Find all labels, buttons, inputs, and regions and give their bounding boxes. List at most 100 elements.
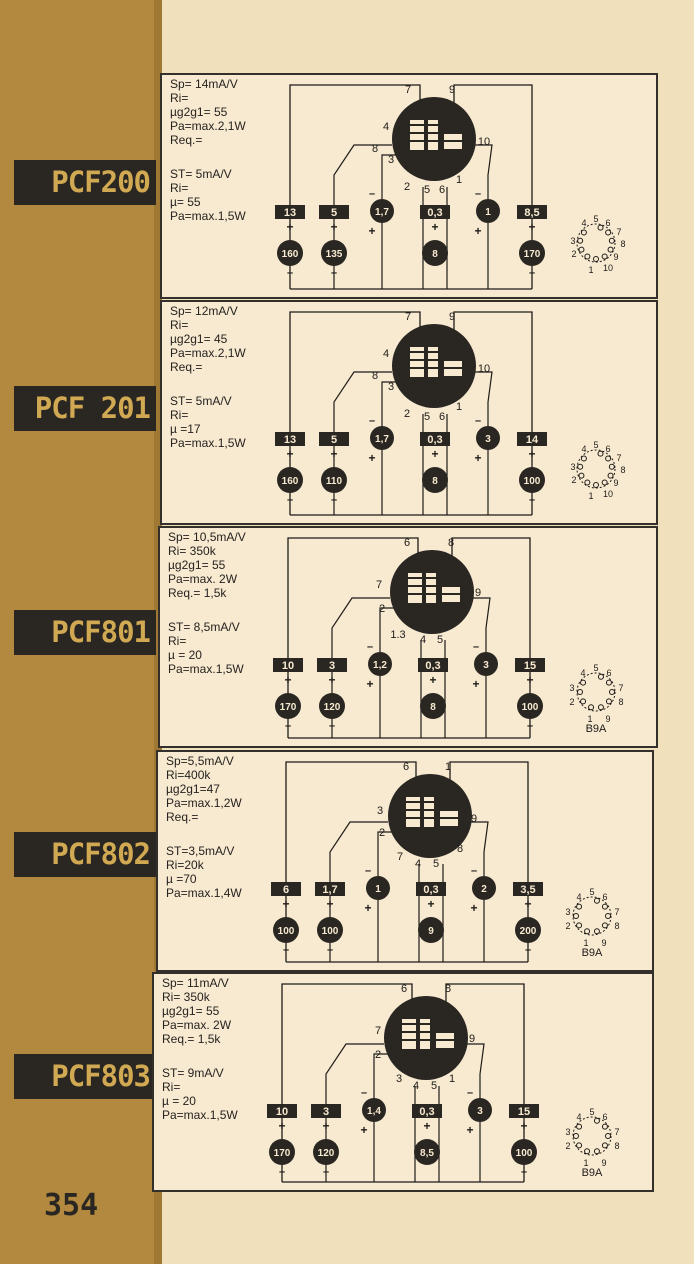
socket-pin-number: 7 — [616, 453, 621, 463]
polarity-plus: + — [423, 1119, 430, 1133]
socket-pin-number: 4 — [581, 218, 586, 228]
pin-number: 5 — [424, 184, 430, 196]
spec-line: ST= 9mA/V — [162, 1066, 224, 1080]
socket-pin — [597, 673, 604, 680]
bias-value: 1 — [485, 207, 491, 218]
resistor-circle — [321, 467, 347, 493]
voltage-bar — [420, 205, 450, 219]
voltage-bar-label: 5 — [331, 434, 337, 446]
bias-value: 3 — [477, 1106, 483, 1117]
pin-number: 4 — [383, 121, 389, 133]
polarity-minus: – — [331, 494, 337, 506]
socket-pin — [597, 224, 604, 231]
socket-pin — [576, 1123, 583, 1130]
socket-pin-number: 1 — [588, 491, 593, 501]
socket-pin — [584, 928, 591, 935]
voltage-bar-label: 3,5 — [520, 884, 535, 896]
spec-line: Pa=max. 2W — [162, 1018, 232, 1032]
resistor-value: 170 — [524, 249, 541, 260]
spec-line: ST= 5mA/V — [170, 394, 232, 408]
socket-pin-number: 8 — [620, 239, 625, 249]
pin-number: 4 — [415, 858, 421, 870]
polarity-plus: + — [524, 897, 531, 911]
tube-label-pcf802: PCF802 — [14, 832, 156, 877]
bias-value: 1,7 — [375, 207, 389, 218]
wire — [373, 1053, 390, 1182]
wire — [467, 144, 493, 289]
tube-label-pcf200: PCF200 — [14, 160, 156, 205]
polarity-plus: + — [528, 447, 535, 461]
resistor-circle — [422, 467, 448, 493]
resistor-circle — [319, 693, 345, 719]
spec-line: Sp= 10,5mA/V — [168, 530, 246, 544]
polarity-plus: + — [431, 447, 438, 461]
socket-pin — [593, 482, 599, 488]
socket-pin — [605, 229, 612, 236]
polarity-plus: + — [427, 897, 434, 911]
resistor-value: 170 — [274, 1148, 291, 1159]
socket-pin-number: 4 — [576, 892, 581, 902]
polarity-plus: + — [322, 1119, 329, 1133]
socket-pin — [605, 679, 612, 686]
resistor-circle — [517, 693, 543, 719]
resistor-value: 170 — [280, 702, 297, 713]
polarity-minus: – — [331, 267, 337, 279]
spec-line: ST= 8,5mA/V — [168, 620, 240, 634]
polarity-plus: + — [526, 673, 533, 687]
voltage-bar — [517, 432, 547, 446]
polarity-plus: + — [282, 897, 289, 911]
bias-circle — [474, 652, 498, 676]
socket-pin-number: 7 — [614, 1127, 619, 1137]
socket-pin — [605, 913, 611, 919]
wire — [289, 311, 421, 515]
spec-line: Req.= — [170, 133, 203, 147]
socket-pin — [573, 913, 579, 919]
pentode-electrode — [402, 1019, 416, 1049]
spec-line: Sp=5,5mA/V — [166, 754, 234, 768]
resistor-value: 100 — [516, 1148, 533, 1159]
resistor-value: 100 — [322, 926, 339, 937]
polarity-minus: – — [327, 944, 333, 956]
spec-line: µ= 55 — [170, 195, 201, 209]
polarity-plus: + — [474, 451, 481, 465]
spec-line: Req.= 1,5k — [162, 1032, 221, 1046]
socket-pin — [580, 455, 587, 462]
pin-number: 9 — [475, 587, 481, 599]
spec-line: Sp= 12mA/V — [170, 304, 238, 318]
socket-pin — [578, 246, 585, 253]
bias-value: 1,4 — [367, 1106, 381, 1117]
voltage-bar-label: 8,5 — [524, 207, 539, 219]
voltage-bar-label: 0,3 — [427, 207, 442, 219]
polarity-plus: + — [284, 673, 291, 687]
socket-pin-number: 6 — [605, 218, 610, 228]
voltage-bar — [515, 658, 545, 672]
pin-number: 4 — [420, 634, 426, 646]
socket-pin — [593, 1148, 600, 1155]
resistor-circle — [420, 693, 446, 719]
socket-pin-number: 2 — [571, 249, 576, 259]
socket-pin — [601, 479, 608, 486]
spec-line: Sp= 14mA/V — [170, 77, 238, 91]
voltage-bar-label: 0,3 — [425, 660, 440, 672]
socket-pin-number: 9 — [613, 252, 618, 262]
wire — [459, 1043, 485, 1182]
socket-pin-number: 3 — [565, 907, 570, 917]
voltage-bar-label: 13 — [284, 434, 296, 446]
pentode-electrode — [428, 120, 438, 150]
voltage-bar — [311, 1104, 341, 1118]
bias-value: 1,7 — [375, 434, 389, 445]
socket-pin-number: 10 — [603, 263, 613, 273]
voltage-bar — [418, 658, 448, 672]
pin-number: 7 — [405, 84, 411, 96]
bias-circle — [368, 652, 392, 676]
socket-pin-number: 1 — [583, 1158, 588, 1168]
polarity-plus: + — [466, 1123, 473, 1137]
tube-label-pcf201: PCF 201 — [14, 386, 156, 431]
socket-pin-number: 7 — [616, 227, 621, 237]
voltage-bar — [275, 432, 305, 446]
socket-pin — [593, 897, 600, 904]
resistor-circle — [275, 693, 301, 719]
